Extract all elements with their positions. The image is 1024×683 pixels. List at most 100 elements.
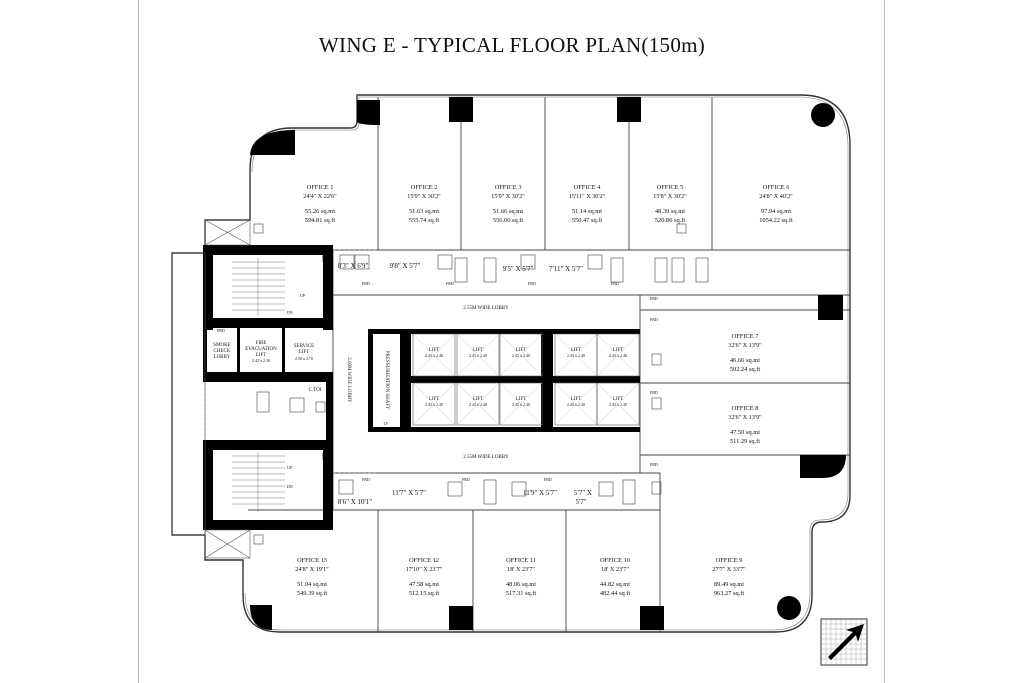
frd-tag: FRD: [362, 477, 370, 482]
columns: [250, 97, 846, 630]
office-sqft: 549.39 sq.ft: [297, 590, 328, 597]
office-name: OFFICE 10: [600, 557, 630, 564]
lift-label: LIFT: [613, 348, 624, 353]
balconies: [171, 219, 251, 559]
drawing-frame: [138, 0, 885, 683]
office-sqft: 594.81 sq.ft: [305, 217, 336, 224]
office-dims: 15'8" X 30'2": [653, 193, 687, 200]
office-sqft: 511.29 sq.ft: [730, 438, 760, 445]
lift-label: LIFT: [571, 397, 582, 402]
smoke-lobby-label: LOBBY: [214, 355, 231, 360]
toilet-dim: 5'7": [575, 498, 586, 506]
smoke-lobby-label: SMOKE: [213, 343, 231, 348]
office-sqft: 963.27 sq.ft: [714, 590, 745, 597]
frd-tag: FRD: [462, 477, 470, 482]
lift-label: LIFT: [429, 397, 440, 402]
office-sqmt: 44.82 sq.mt: [600, 581, 630, 588]
office-dims: 15'9" X 30'2": [491, 193, 525, 200]
toilet-dim: 9'5" X 5'7": [503, 265, 534, 273]
office-sqft: 520.86 sq.ft: [655, 217, 686, 224]
stair-up-label: UP: [287, 465, 293, 470]
office-name: OFFICE 7: [732, 333, 760, 340]
office-sqft: 502.24 sq.ft: [730, 366, 761, 373]
toilet-dimensions: 8'3" X 6'9" 9'8" X 5'7" 9'5" X 5'7" 7'11…: [338, 262, 592, 506]
vertical-lobby-label: 2.00M WIDE LOBBY: [346, 357, 351, 403]
office-sqft: 1054.22 sq.ft: [759, 217, 793, 224]
stair-treads-bottom: [232, 452, 285, 512]
office-dims: 32'6" X 13'9": [728, 414, 762, 421]
office-name: OFFICE 9: [716, 557, 743, 564]
office-sqmt: 48.39 sq.mt: [655, 208, 685, 215]
lift-size: 2.45 x 2.40: [567, 353, 585, 358]
office-4-label: OFFICE 4 15'11" X 30'2" 51.14 sq.mt 550.47 …: [569, 184, 606, 224]
office-sqmt: 55.26 sq.mt: [305, 208, 335, 215]
frd-tag: FRD: [611, 281, 619, 286]
office-sqmt: 51.04 sq.mt: [297, 581, 327, 588]
office-dims: 17'10" X 23'7": [406, 566, 443, 573]
frd-tag: FRD: [650, 390, 658, 395]
toilet-dim: 8'3" X 6'9": [338, 262, 369, 270]
lift-size: 2.45 x 2.40: [609, 402, 627, 407]
fire-lift-label: LIFT: [256, 353, 267, 358]
service-lift-label: SERVICE: [294, 344, 314, 349]
top-lobby-label: 2.55M WIDE LOBBY: [463, 306, 509, 311]
lift-label: LIFT: [473, 397, 484, 402]
toilet-dim: 7'11" X 5'7": [549, 265, 583, 273]
office-6-label: OFFICE 624'8" X 40'2"97.94 sq.mt1054.22 …: [759, 184, 793, 224]
office-name: OFFICE 2: [411, 184, 438, 191]
frd-tag: FRD: [650, 462, 658, 467]
fire-lift-label: EVACUATION: [245, 347, 277, 352]
frd-tag: FRD: [217, 328, 225, 333]
frd-tag: FRD: [528, 281, 536, 286]
office-name: OFFICE 6: [763, 184, 790, 191]
office-sqft: 550.47 sq.ft: [572, 217, 603, 224]
office-sqmt: 51.14 sq.mt: [572, 208, 602, 215]
toilet-fixtures: [253, 223, 709, 545]
smoke-lobby-label: CHECK: [214, 349, 231, 354]
lift-label: LIFT: [516, 348, 527, 353]
lift-label: LIFT: [516, 397, 527, 402]
service-lift-label: LIFT: [299, 350, 310, 355]
outer-boundary: [171, 94, 851, 633]
office-name: OFFICE 1: [307, 184, 334, 191]
lift-size: 2.45 x 2.40: [512, 353, 530, 358]
fire-lift-label: FIRE: [256, 341, 267, 346]
page-title: WING E - TYPICAL FLOOR PLAN(150m): [318, 33, 706, 57]
office-sqft: 482.44 sq.ft: [600, 590, 631, 597]
lift-size: 2.45 x 2.40: [567, 402, 585, 407]
frd-tags: FRD FRD FRD FRD FRD FRD FRD FRD FRD FRD …: [217, 254, 658, 482]
lift-core-walls: [368, 329, 640, 432]
office-sqft: 517.31 sq.ft: [506, 590, 537, 597]
office-sqmt: 51.63 sq.mt: [409, 208, 439, 215]
office-dims: 15'9" X 30'2": [407, 193, 441, 200]
frd-tag: FRD: [544, 477, 552, 482]
frd-tag: FRD: [362, 281, 370, 286]
office-labels: OFFICE 1 24'4" X 22'6" 55.26 sq.mt 594.81 s…: [295, 184, 793, 597]
office-name: OFFICE 12: [409, 557, 439, 564]
fire-lift-size: 2.42 x 2.30: [252, 358, 270, 363]
office-dims: 15'11" X 30'2": [569, 193, 606, 200]
core-labels: SMOKE CHECK LOBBY FIRE EVACUATION LIFT 2…: [213, 293, 509, 489]
stair-up-label: UP: [300, 293, 306, 298]
common-toilet-label: C.TOI: [309, 388, 322, 393]
office-name: OFFICE 4: [574, 184, 602, 191]
lift-label: LIFT: [429, 348, 440, 353]
office-dims: 24'4" X 22'6": [303, 193, 337, 200]
stair-dn-label: DN: [287, 484, 293, 489]
